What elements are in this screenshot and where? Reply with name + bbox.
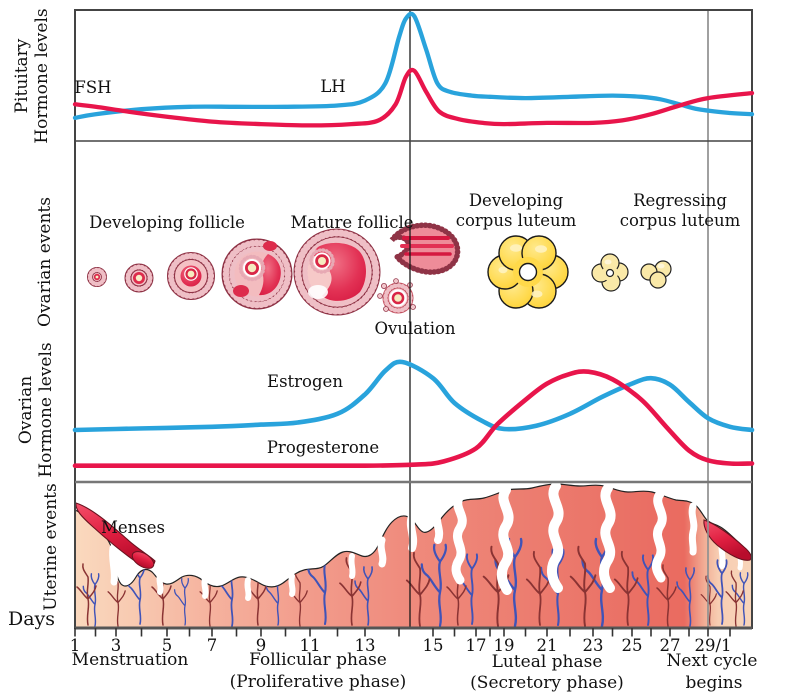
ovarian-events-illustration	[87, 222, 672, 316]
menses-label: Menses	[101, 518, 165, 537]
estrogen-label: Estrogen	[267, 372, 343, 391]
regressing-corpus-luteum-2	[640, 260, 672, 289]
day-tick-label: 23	[583, 636, 604, 655]
pituitary-axis-label-2: Hormone levels	[32, 8, 52, 143]
day-tick-label: 27	[660, 636, 681, 655]
curve-fsh	[72, 67, 755, 128]
curve-progesterone	[72, 369, 755, 469]
pituitary-axis-label-1: Pituitary	[12, 38, 32, 113]
phase-luteal-1: Luteal phase	[492, 652, 603, 672]
labels: FSH LH Developing follicle Mature follic…	[8, 8, 757, 693]
phase-luteal-2: (Secretory phase)	[470, 673, 624, 693]
ovarian-hormones-axis-label-1: Ovarian	[16, 376, 36, 444]
ruptured-follicle	[389, 222, 461, 275]
day-tick-label: 11	[300, 636, 321, 655]
day-tick-label: 17	[466, 636, 487, 655]
day-tick-label: 7	[207, 636, 218, 655]
curve-estrogen	[72, 359, 755, 433]
lh-label: LH	[320, 77, 345, 96]
day-tick-label: 29/1	[694, 636, 731, 655]
day-tick-label: 9	[256, 636, 267, 655]
developing-follicle-label: Developing follicle	[89, 213, 245, 232]
phase-next-cycle-1: Next cycle	[667, 651, 758, 671]
day-tick-label: 1	[70, 636, 81, 655]
mature-follicle-label: Mature follicle	[290, 213, 413, 232]
day-tick-label: 5	[162, 636, 173, 655]
phase-next-cycle-2: begins	[686, 673, 743, 693]
ovarian-events-axis-label: Ovarian events	[35, 197, 55, 327]
phase-follicular-2: (Proliferative phase)	[230, 672, 407, 692]
follicle-stage-4	[221, 238, 293, 310]
developing-cl-label-1: Developing	[469, 191, 564, 210]
menses-left-clot	[131, 551, 155, 569]
follicle-stage-2	[124, 263, 154, 293]
menses-right-wedge	[703, 519, 752, 561]
uterine-glands	[109, 481, 744, 601]
panel-borders	[74, 9, 753, 630]
day-tick-label: 3	[111, 636, 122, 655]
regressing-corpus-luteum-1	[591, 253, 629, 292]
fsh-label: FSH	[74, 78, 111, 97]
phase-follicular-1: Follicular phase	[249, 650, 387, 670]
developing-cl-label-2: corpus luteum	[456, 211, 577, 230]
ovulated-egg	[377, 278, 416, 314]
follicle-stage-1	[87, 267, 107, 287]
menses-shedding	[75, 502, 752, 569]
mature-follicle	[293, 228, 381, 316]
day-tick-label: 25	[622, 636, 643, 655]
progesterone-label: Progesterone	[267, 438, 379, 457]
regressing-cl-label-1: Regressing	[633, 191, 727, 210]
follicle-stage-3	[167, 252, 215, 300]
developing-corpus-luteum	[487, 235, 569, 309]
phase-menstruation: Menstruation	[72, 650, 189, 670]
day-tick-label: 21	[537, 636, 558, 655]
day-tick-label: 15	[423, 636, 444, 655]
days-axis-label: Days	[8, 608, 55, 630]
regressing-cl-label-2: corpus luteum	[620, 211, 741, 230]
uterine-events-axis-label: Uterine events	[41, 483, 61, 610]
endometrium-illustration	[74, 481, 753, 629]
day-tick-label: 13	[355, 636, 376, 655]
hormone-curves	[72, 11, 755, 469]
day-tick-label: 19	[494, 636, 515, 655]
curve-lh	[72, 11, 755, 121]
ovarian-hormones-axis-label-2: Hormone levels	[36, 342, 56, 477]
ovulation-label: Ovulation	[374, 319, 455, 338]
